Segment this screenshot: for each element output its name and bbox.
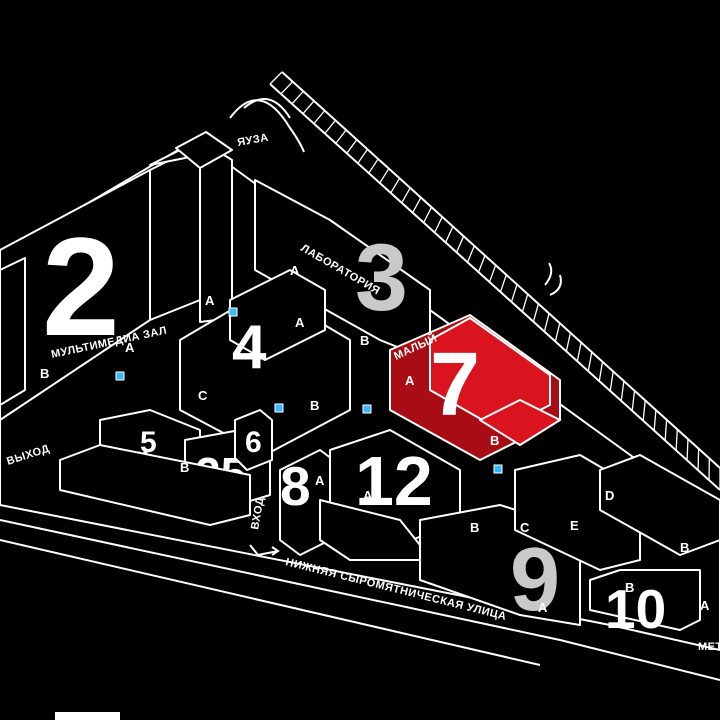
rail-tie xyxy=(488,264,497,283)
entrance-a-2: A xyxy=(125,340,135,355)
rail-tie xyxy=(455,235,465,253)
entrance-a-2b: A xyxy=(205,293,215,308)
east-blocks xyxy=(599,454,720,556)
entrance-a-10: A xyxy=(700,598,710,613)
rail-tie xyxy=(423,206,433,223)
building-number-10: 10 xyxy=(605,578,666,640)
entrance-a-9: A xyxy=(538,600,548,615)
entrance-c-4: C xyxy=(198,388,208,403)
building-number-12: 12 xyxy=(355,442,433,520)
rail-tie xyxy=(291,90,304,105)
wifi-icon xyxy=(115,371,125,381)
rail-tie xyxy=(390,177,401,194)
rail-tie xyxy=(664,419,668,441)
building-number-3: 3 xyxy=(355,225,408,331)
rail-tie xyxy=(302,100,315,115)
rail-tie xyxy=(324,119,336,134)
entrance-a-7: A xyxy=(405,373,415,388)
bottom-bar xyxy=(55,712,120,720)
entrance-a-8: A xyxy=(315,473,325,488)
rail-tie xyxy=(598,361,604,382)
entrance-c-9: C xyxy=(520,520,530,535)
rail-tie xyxy=(686,438,689,461)
building-number-2: 2 xyxy=(42,208,120,365)
building-6[interactable]: 6 xyxy=(234,409,273,471)
entrance-b-east: B xyxy=(680,540,689,555)
metro-label: МЕТ xyxy=(698,641,720,653)
rail-tie xyxy=(510,284,518,303)
building-number-8: 8 xyxy=(280,455,311,517)
rail-tie xyxy=(521,293,529,312)
entrance-label: ВХОД xyxy=(249,496,267,530)
rail-tie xyxy=(675,429,678,451)
rail-tie xyxy=(587,351,593,372)
rail-tie xyxy=(335,129,347,144)
rail-tie xyxy=(357,148,368,164)
rail-tie xyxy=(445,226,454,243)
wifi-icon xyxy=(228,307,238,317)
entrance-b-4: B xyxy=(310,398,319,413)
building-number-7: 7 xyxy=(430,335,480,435)
building-9[interactable]: 9 xyxy=(419,454,641,630)
railway-tracks xyxy=(269,71,720,491)
rail-tie xyxy=(368,158,379,174)
yauza-label: ЯУЗА xyxy=(236,132,269,149)
building-3[interactable]: 3 ЛАБОРАТОРИЯ xyxy=(254,179,431,361)
entrance-e-9: E xyxy=(570,518,579,533)
rail-tie xyxy=(653,409,657,431)
rail-tie xyxy=(631,390,636,411)
rail-tie xyxy=(379,168,390,184)
building-number-9: 9 xyxy=(510,530,560,630)
building-7[interactable]: 7 МАЛЫЙ xyxy=(389,314,561,461)
rail-tie xyxy=(401,187,411,204)
rail-tie xyxy=(313,110,326,125)
low-wing xyxy=(59,444,251,526)
building-12[interactable]: 12 xyxy=(319,429,461,561)
yauza-bridge xyxy=(229,98,305,153)
entrance-b-7: B xyxy=(490,433,499,448)
wifi-points xyxy=(115,307,503,474)
rail-tie xyxy=(532,303,540,322)
entrance-a-4: A xyxy=(295,315,305,330)
rail-tie xyxy=(609,371,614,392)
rail-tie xyxy=(412,197,422,214)
entrance-b-25: B xyxy=(180,460,189,475)
entrance-b-10: B xyxy=(625,580,634,595)
entrance-d-9: D xyxy=(605,488,614,503)
building-number-6: 6 xyxy=(245,426,262,459)
entrance-a-12: A xyxy=(363,488,373,503)
entrance-b-12: B xyxy=(470,520,479,535)
rail-tie xyxy=(543,313,550,332)
entrance-arrow xyxy=(249,544,280,557)
rail-tie xyxy=(565,332,572,352)
wifi-icon xyxy=(274,403,284,413)
building-2[interactable]: 2 xyxy=(0,131,233,421)
rail-tie xyxy=(434,216,443,233)
rail-tie xyxy=(554,322,561,342)
entrance-a-lab: A xyxy=(290,263,300,278)
rail-tie xyxy=(576,342,582,362)
building-number-4: 4 xyxy=(232,313,267,382)
building-10[interactable]: 10 xyxy=(589,569,701,640)
wifi-icon xyxy=(493,464,503,474)
building-number-5: 5 xyxy=(140,426,157,459)
rail-tie xyxy=(697,448,700,471)
rail-tie xyxy=(466,245,475,263)
wifi-icon xyxy=(362,404,372,414)
rail-tie xyxy=(620,380,625,401)
rail-tie xyxy=(346,139,358,154)
building-4[interactable]: 4 xyxy=(179,269,351,456)
entrance-b-2: B xyxy=(40,366,49,381)
rail-tie xyxy=(269,71,283,85)
rail-tie xyxy=(280,81,294,95)
entrance-b-3: B xyxy=(360,333,369,348)
rail-tie xyxy=(499,274,507,293)
rail-tie xyxy=(477,255,486,273)
rail-tie xyxy=(642,400,646,421)
